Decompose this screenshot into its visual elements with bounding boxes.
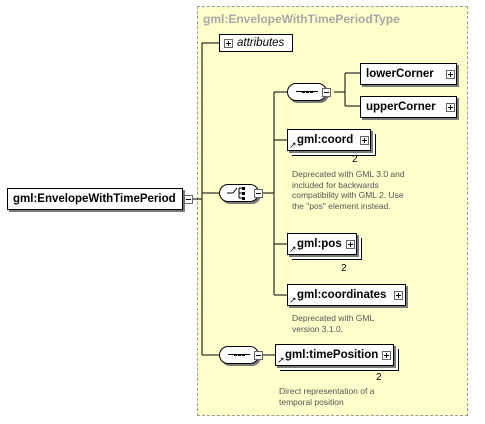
attributes-box[interactable]: attributes: [219, 34, 293, 52]
ref-arrow-icon: ↗: [277, 355, 285, 365]
root-collapse-icon[interactable]: [184, 195, 193, 204]
attributes-expand-icon[interactable]: [224, 39, 233, 48]
gml-timeposition-label: gml:timePosition: [285, 349, 379, 361]
sequence-icon: [296, 91, 318, 93]
lowercorner-label: lowerCorner: [366, 68, 434, 80]
uppercorner-expand-icon[interactable]: [446, 103, 455, 112]
attributes-label: attributes: [237, 37, 285, 49]
sequence-compositor-1[interactable]: [287, 83, 327, 101]
element-gml-coord[interactable]: ↗ gml:coord: [287, 129, 371, 151]
gml-coord-doc: Deprecated with GML 3.0 and included for…: [292, 169, 405, 211]
gml-coord-label: gml:coord: [297, 134, 354, 146]
root-element[interactable]: gml:EnvelopeWithTimePeriod: [7, 188, 183, 210]
element-gml-coordinates[interactable]: ↗ gml:coordinates: [287, 284, 406, 306]
gml-coordinates-expand-icon[interactable]: [394, 291, 403, 300]
ref-arrow-icon: ↗: [289, 295, 297, 305]
sequence-1-collapse-icon[interactable]: [322, 88, 331, 97]
ref-arrow-icon: ↗: [289, 244, 297, 254]
element-lowercorner[interactable]: lowerCorner: [360, 63, 457, 85]
sequence-2-collapse-icon[interactable]: [254, 351, 263, 360]
gml-pos-expand-icon[interactable]: [346, 240, 355, 249]
element-gml-timeposition[interactable]: ↗ gml:timePosition: [275, 344, 394, 366]
gml-timeposition-expand-icon[interactable]: [382, 351, 391, 360]
lowercorner-expand-icon[interactable]: [446, 70, 455, 79]
gml-coordinates-label: gml:coordinates: [297, 289, 387, 301]
type-title: gml:EnvelopeWithTimePeriodType: [203, 12, 400, 26]
gml-coord-expand-icon[interactable]: [360, 136, 369, 145]
uppercorner-label: upperCorner: [366, 101, 436, 113]
element-gml-pos[interactable]: ↗ gml:pos: [287, 233, 357, 255]
ref-arrow-icon: ↗: [289, 140, 297, 150]
gml-pos-label: gml:pos: [297, 238, 342, 250]
choice-icon: [227, 187, 245, 200]
gml-coord-cardinality: 2: [352, 154, 358, 165]
choice-compositor[interactable]: [219, 184, 259, 202]
sequence-compositor-2[interactable]: [219, 346, 259, 364]
gml-pos-cardinality: 2: [341, 263, 347, 274]
sequence-icon: [228, 354, 250, 356]
gml-timeposition-cardinality: 2: [376, 372, 382, 383]
gml-timeposition-doc: Direct representation of a temporal posi…: [279, 386, 375, 407]
element-uppercorner[interactable]: upperCorner: [360, 96, 457, 118]
root-element-label: gml:EnvelopeWithTimePeriod: [13, 193, 176, 205]
gml-coordinates-doc: Deprecated with GML version 3.1.0.: [292, 313, 374, 334]
choice-collapse-icon[interactable]: [254, 189, 263, 198]
